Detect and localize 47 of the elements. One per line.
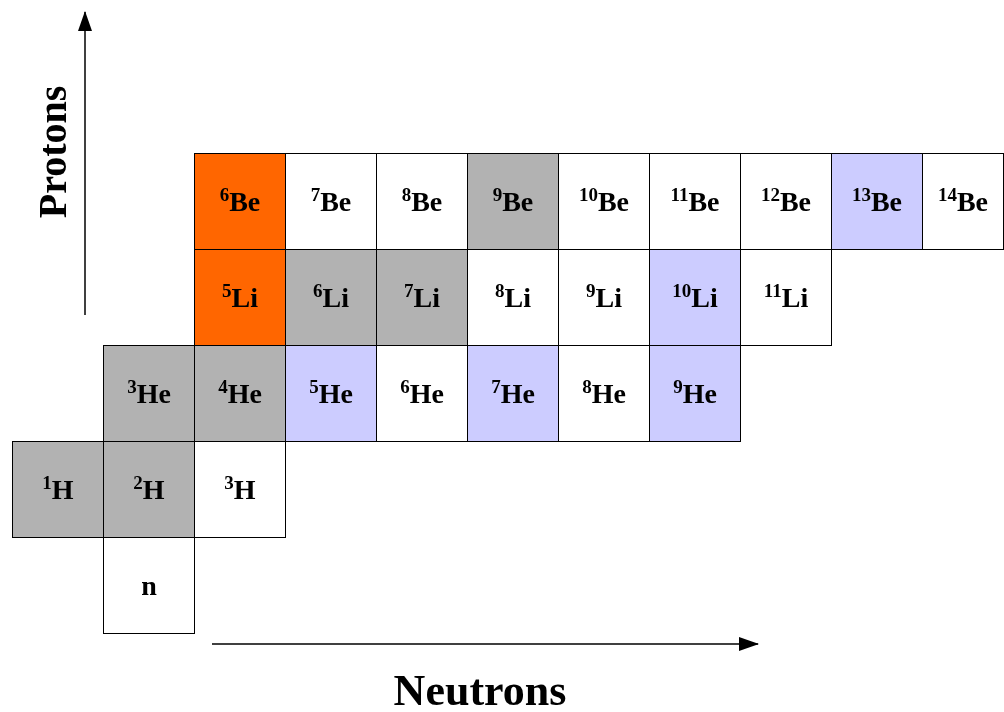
nuclide-cell	[831, 153, 923, 250]
nuclide-symbol: $^{1}$H	[42, 472, 74, 507]
nuclide-cell	[103, 537, 195, 634]
nuclide-symbol: $^{10}$Be	[578, 184, 630, 219]
nuclide-symbol: $^{3}$He	[127, 376, 171, 411]
nuclide-cell	[103, 345, 195, 442]
nuclide-symbol: $^{7}$Be	[310, 184, 352, 219]
nuclide-cell	[12, 441, 104, 538]
nuclide-cell	[285, 345, 377, 442]
nuclide-symbol: $^{7}$He	[491, 376, 535, 411]
nuclide-cell	[376, 249, 468, 346]
nuclide-symbol: $^{8}$Li	[495, 280, 531, 315]
nuclide-symbol: $^{9}$Be	[492, 184, 534, 219]
nuclide-cell	[467, 345, 559, 442]
nuclide-symbol: $^{9}$Li	[586, 280, 622, 315]
axis-title: Neutrons	[393, 664, 567, 712]
nuclide-symbol: $^{13}$Be	[851, 184, 903, 219]
nuclide-cell	[194, 153, 286, 250]
nuclide-symbol: $^{5}$Li	[222, 280, 258, 315]
nuclide-symbol: $^{11}$Be	[670, 184, 720, 219]
nuclide-symbol: $^{9}$He	[673, 376, 717, 411]
nuclide-symbol: $^{2}$H	[133, 472, 165, 507]
nuclide-symbol: $^{4}$He	[218, 376, 262, 411]
nuclide-symbol: $^{7}$Li	[404, 280, 440, 315]
nuclide-cell	[194, 441, 286, 538]
nuclide-symbol: $^{8}$He	[582, 376, 626, 411]
nuclide-symbol: $^{11}$Li	[763, 280, 809, 315]
nuclide-symbol: $^{8}$Be	[401, 184, 443, 219]
nuclide-cell	[285, 249, 377, 346]
nuclide-cell	[922, 153, 1004, 250]
nuclide-symbol: $^{14}$Be	[937, 184, 989, 219]
nuclide-symbol: $^{3}$H	[224, 472, 256, 507]
nuclide-cell	[740, 249, 832, 346]
nuclide-cell	[194, 345, 286, 442]
nuclide-cell	[649, 345, 741, 442]
nuclide-symbol: n	[141, 569, 157, 602]
nuclide-symbol: $^{10}$Li	[672, 280, 718, 315]
nuclide-cell	[103, 441, 195, 538]
nuclide-symbol: $^{6}$Be	[219, 184, 261, 219]
nuclide-symbol: $^{6}$He	[400, 376, 444, 411]
nuclide-symbol: $^{5}$He	[309, 376, 353, 411]
nuclide-cell	[467, 153, 559, 250]
nuclide-symbol: $^{12}$Be	[760, 184, 812, 219]
nuclide-symbol: $^{6}$Li	[313, 280, 349, 315]
axis-title: Protons	[28, 85, 76, 219]
nuclide-cell	[194, 249, 286, 346]
nuclide-cell	[649, 249, 741, 346]
